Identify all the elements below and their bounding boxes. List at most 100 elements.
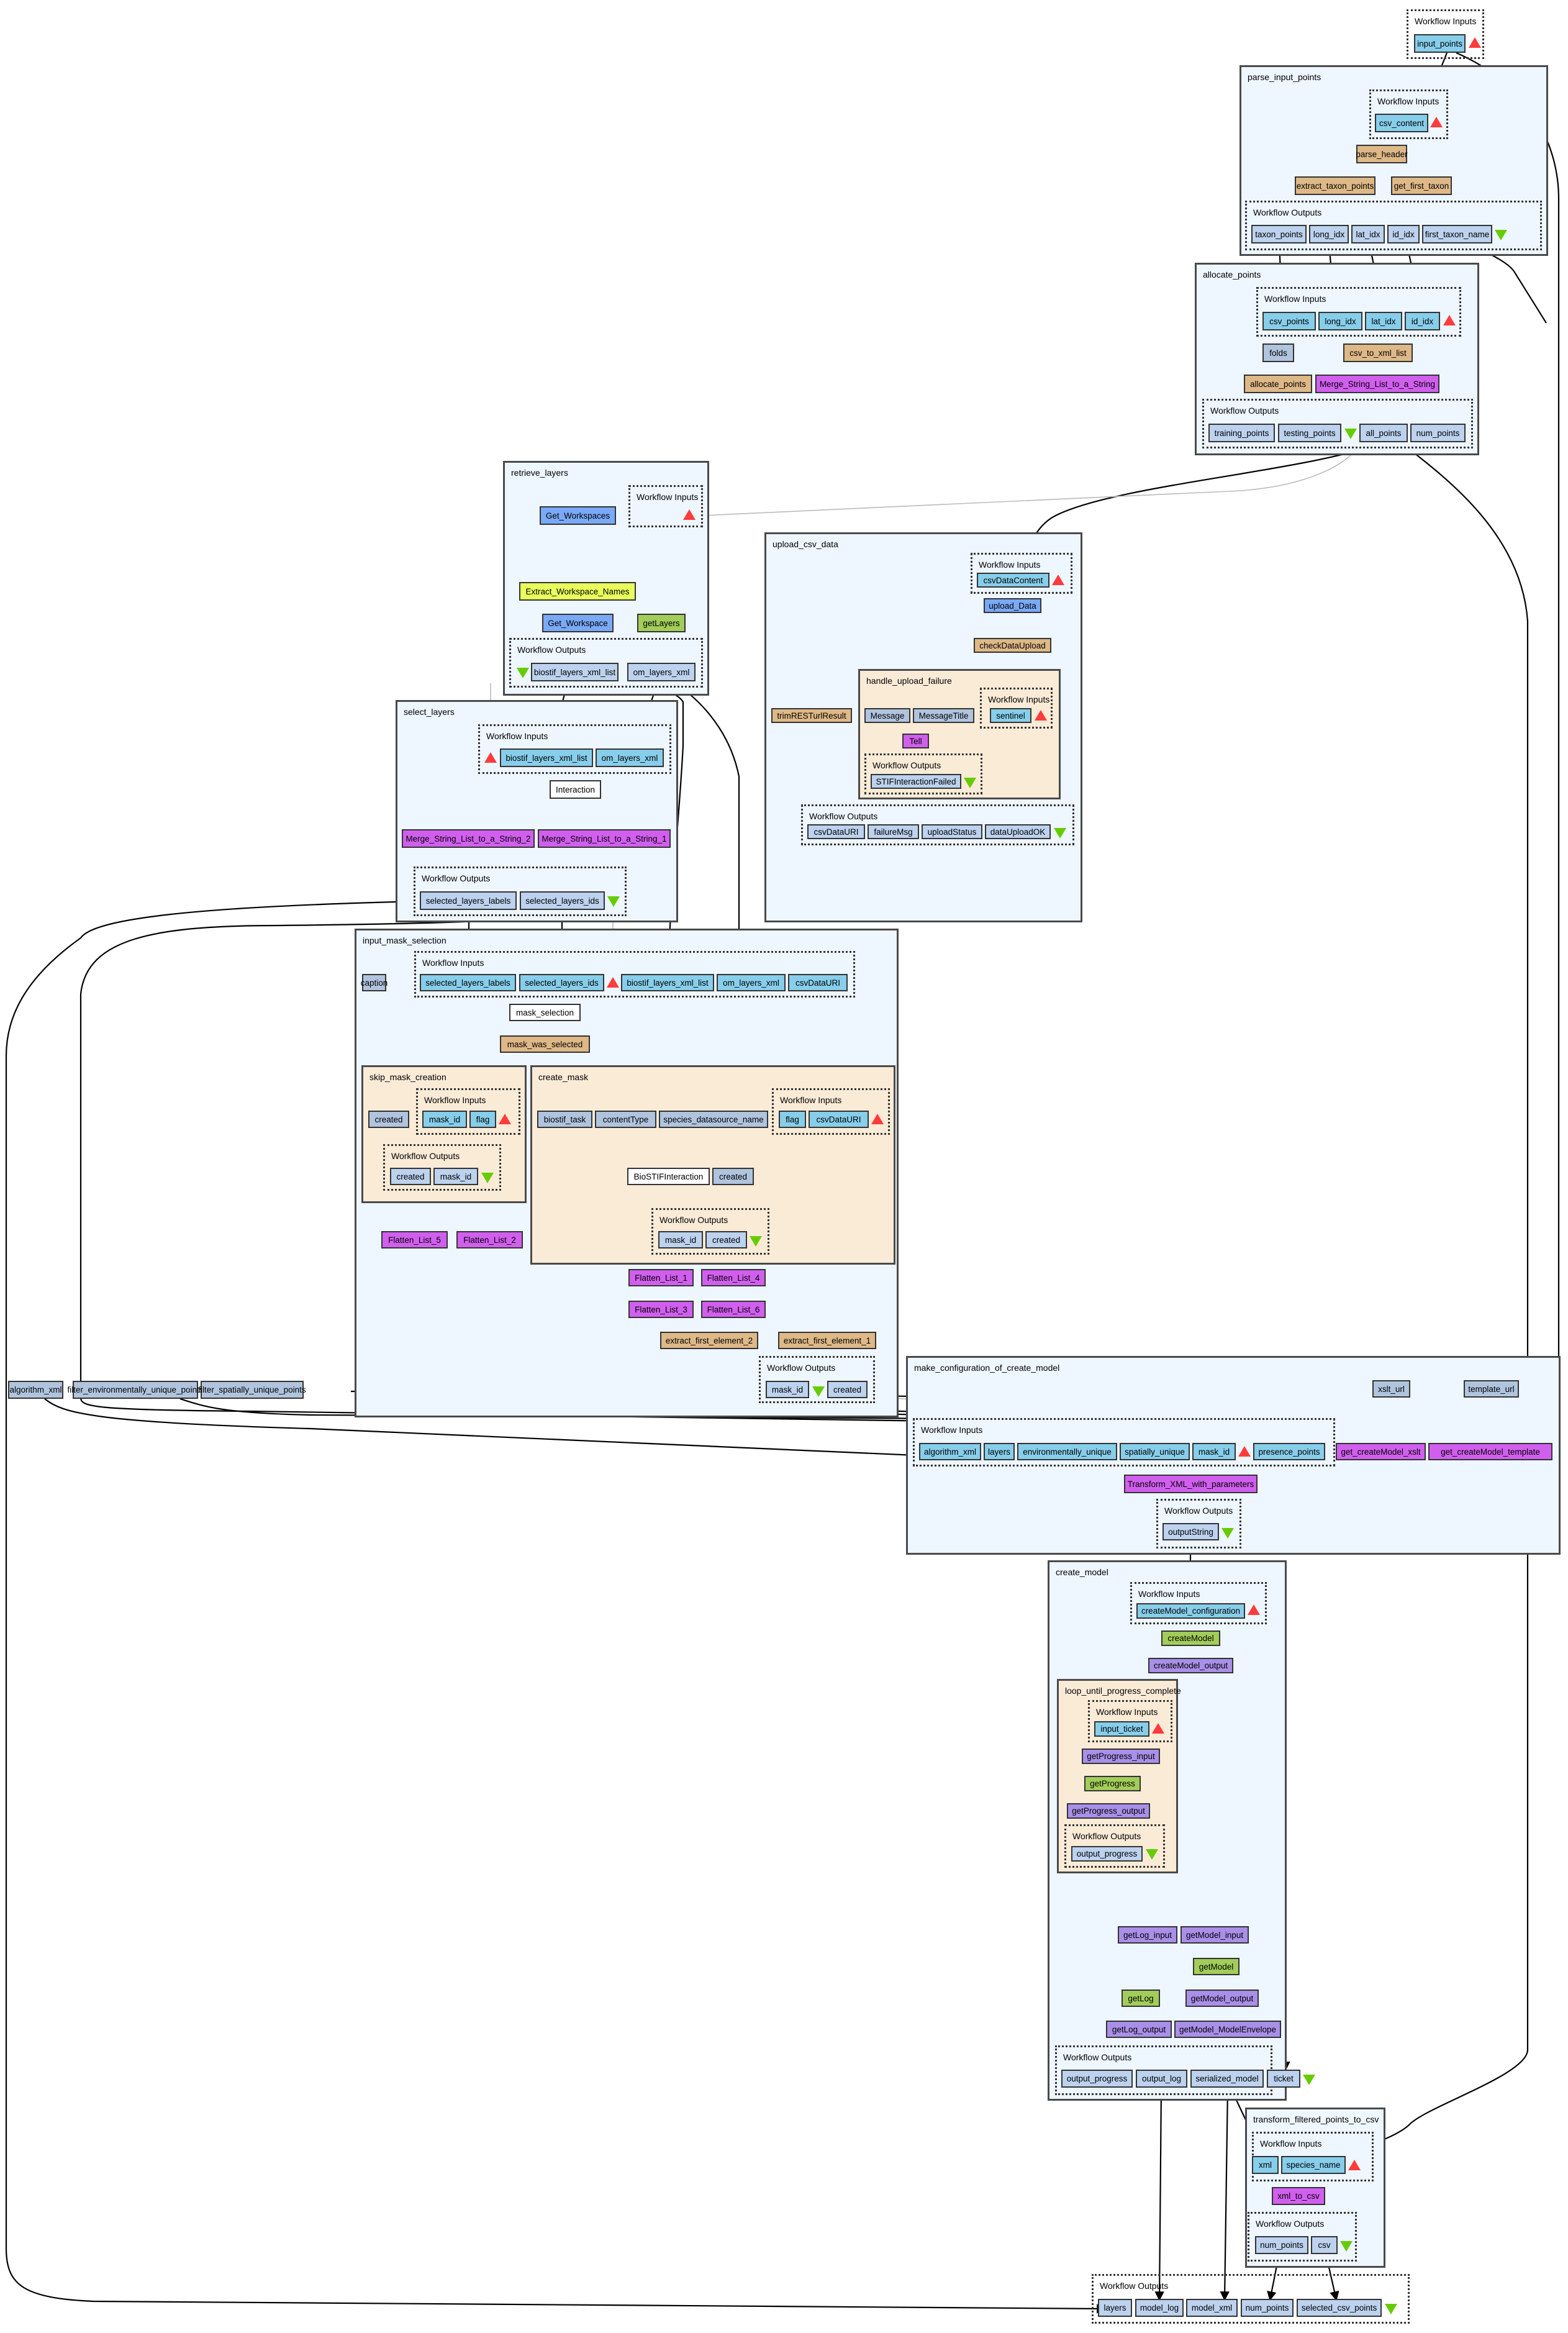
mask-id-output[interactable]: mask_id xyxy=(433,1168,478,1185)
upload-status-output[interactable]: uploadStatus xyxy=(922,824,982,839)
lat-idx-output[interactable]: lat_idx xyxy=(1351,225,1385,243)
flatten-list-1-node[interactable]: Flatten_List_1 xyxy=(628,1269,694,1286)
check-data-upload-node[interactable]: checkDataUpload xyxy=(974,638,1051,653)
csv-data-uri-input[interactable]: csvDataURI xyxy=(788,974,848,991)
input-points-node[interactable]: input_points xyxy=(1414,34,1466,53)
get-progress-output-node[interactable]: getProgress_output xyxy=(1067,1803,1150,1819)
om-layers-xml-output[interactable]: om_layers_xml xyxy=(627,663,696,681)
created-constant[interactable]: created xyxy=(368,1111,409,1128)
csv-data-uri-input-2[interactable]: csvDataURI xyxy=(809,1111,869,1128)
upload-data-node[interactable]: upload_Data xyxy=(984,598,1041,613)
merge-string-list-node[interactable]: Merge_String_List_to_a_String xyxy=(1315,375,1439,393)
csv-points-input[interactable]: csv_points xyxy=(1262,312,1316,330)
species-name-input[interactable]: species_name xyxy=(1281,2156,1346,2174)
input-ticket-input[interactable]: input_ticket xyxy=(1094,1721,1149,1737)
long-idx-output[interactable]: long_idx xyxy=(1309,225,1349,243)
lat-idx-input[interactable]: lat_idx xyxy=(1365,312,1402,330)
get-create-model-template-node[interactable]: get_createModel_template xyxy=(1428,1443,1552,1460)
all-points-output[interactable]: all_points xyxy=(1359,424,1408,442)
folds-constant[interactable]: folds xyxy=(1262,343,1294,362)
flag-input-2[interactable]: flag xyxy=(779,1111,806,1128)
sentinel-input[interactable]: sentinel xyxy=(990,708,1031,723)
flatten-list-6-node[interactable]: Flatten_List_6 xyxy=(701,1301,766,1318)
model-log-final-output[interactable]: model_log xyxy=(1135,2299,1184,2317)
biostif-interaction-node[interactable]: BioSTIFInteraction xyxy=(627,1168,710,1185)
create-model-configuration-input[interactable]: createModel_configuration xyxy=(1136,1603,1245,1619)
template-url-constant[interactable]: template_url xyxy=(1464,1380,1519,1398)
get-progress-input-node[interactable]: getProgress_input xyxy=(1082,1749,1160,1764)
merge-string-list-1-node[interactable]: Merge_String_List_to_a_String_1 xyxy=(538,829,671,848)
caption-constant[interactable]: caption xyxy=(361,974,387,991)
xml-to-csv-node[interactable]: xml_to_csv xyxy=(1272,2187,1325,2205)
om-layers-xml-input[interactable]: om_layers_xml xyxy=(596,748,664,767)
flatten-list-4-node[interactable]: Flatten_List_4 xyxy=(701,1269,766,1286)
message-constant[interactable]: Message xyxy=(864,708,910,723)
csv-data-content-input[interactable]: csvDataContent xyxy=(977,573,1049,588)
ticket-output[interactable]: ticket xyxy=(1267,2070,1300,2088)
message-title-constant[interactable]: MessageTitle xyxy=(913,708,974,723)
mask-id-output-3[interactable]: mask_id xyxy=(766,1381,809,1398)
id-idx-output[interactable]: id_idx xyxy=(1387,225,1420,243)
output-progress-output-2[interactable]: output_progress xyxy=(1061,2070,1133,2088)
algorithm-xml-input[interactable]: algorithm_xml xyxy=(919,1443,981,1460)
num-points-final-output[interactable]: num_points xyxy=(1241,2299,1294,2317)
presence-points-input[interactable]: presence_points xyxy=(1253,1443,1325,1460)
get-layers-node[interactable]: getLayers xyxy=(637,614,686,632)
stif-interaction-failed-output[interactable]: STIFInteractionFailed xyxy=(871,774,961,789)
allocate-points-node[interactable]: allocate_points xyxy=(1244,375,1312,393)
om-layers-xml-input-2[interactable]: om_layers_xml xyxy=(717,974,786,991)
parse-header-node[interactable]: parse_header xyxy=(1356,145,1408,163)
selected-layers-ids-output[interactable]: selected_layers_ids xyxy=(520,891,605,910)
testing-points-output[interactable]: testing_points xyxy=(1278,424,1341,442)
extract-first-element-2-node[interactable]: extract_first_element_2 xyxy=(660,1332,758,1349)
training-points-output[interactable]: training_points xyxy=(1208,424,1275,442)
extract-taxon-points-node[interactable]: extract_taxon_points xyxy=(1295,176,1375,195)
selected-layers-ids-input[interactable]: selected_layers_ids xyxy=(519,974,604,991)
get-create-model-xslt-node[interactable]: get_createModel_xslt xyxy=(1336,1443,1426,1460)
transform-xml-with-parameters-node[interactable]: Transform_XML_with_parameters xyxy=(1124,1475,1258,1493)
extract-first-element-1-node[interactable]: extract_first_element_1 xyxy=(778,1332,876,1349)
get-workspace-node[interactable]: Get_Workspace xyxy=(542,614,614,632)
num-points-output[interactable]: num_points xyxy=(1410,424,1466,442)
algorithm-xml-constant[interactable]: algorithm_xml xyxy=(8,1381,63,1399)
csv-data-uri-output[interactable]: csvDataURI xyxy=(807,824,865,839)
biostif-layers-xml-list-input-2[interactable]: biostif_layers_xml_list xyxy=(621,974,714,991)
mask-id-input[interactable]: mask_id xyxy=(422,1111,467,1128)
biostif-layers-xml-list-input[interactable]: biostif_layers_xml_list xyxy=(500,748,593,767)
merge-string-list-2-node[interactable]: Merge_String_List_to_a_String_2 xyxy=(402,829,535,848)
serialized-model-output[interactable]: serialized_model xyxy=(1190,2070,1264,2088)
create-model-output-node[interactable]: createModel_output xyxy=(1148,1658,1233,1673)
taxon-points-output[interactable]: taxon_points xyxy=(1251,225,1307,243)
get-workspaces-node[interactable]: Get_Workspaces xyxy=(540,506,616,525)
data-upload-ok-output[interactable]: dataUploadOK xyxy=(985,824,1051,839)
failure-msg-output[interactable]: failureMsg xyxy=(868,824,919,839)
get-progress-node[interactable]: getProgress xyxy=(1084,1776,1141,1791)
create-model-node[interactable]: createModel xyxy=(1161,1630,1220,1646)
mask-was-selected-node[interactable]: mask_was_selected xyxy=(500,1035,590,1053)
created-output-3[interactable]: created xyxy=(827,1381,868,1398)
xslt-url-constant[interactable]: xslt_url xyxy=(1372,1380,1410,1398)
created-output[interactable]: created xyxy=(390,1168,431,1185)
get-model-input-node[interactable]: getModel_input xyxy=(1181,1926,1249,1944)
mask-id-input-2[interactable]: mask_id xyxy=(1192,1443,1236,1460)
csv-content-node[interactable]: csv_content xyxy=(1375,114,1428,132)
biostif-layers-xml-list-output[interactable]: biostif_layers_xml_list xyxy=(531,663,619,681)
biostif-task-constant[interactable]: biostif_task xyxy=(537,1111,592,1128)
layers-input[interactable]: layers xyxy=(984,1443,1015,1460)
flatten-list-2-node[interactable]: Flatten_List_2 xyxy=(456,1231,523,1248)
spatially-unique-input[interactable]: spatially_unique xyxy=(1120,1443,1190,1460)
num-points-output-2[interactable]: num_points xyxy=(1255,2236,1308,2254)
layers-final-output[interactable]: layers xyxy=(1098,2299,1132,2317)
filter-spatially-unique-points-constant[interactable]: filter_spatially_unique_points xyxy=(198,1381,306,1399)
mask-selection-node[interactable]: mask_selection xyxy=(509,1004,581,1021)
id-idx-input[interactable]: id_idx xyxy=(1405,312,1440,330)
extract-workspace-names-node[interactable]: Extract_Workspace_Names xyxy=(519,582,636,601)
csv-to-xml-list-node[interactable]: csv_to_xml_list xyxy=(1343,343,1413,362)
flatten-list-5-node[interactable]: Flatten_List_5 xyxy=(381,1231,448,1248)
xml-input[interactable]: xml xyxy=(1252,2156,1279,2174)
species-datasource-name-constant[interactable]: species_datasource_name xyxy=(659,1111,768,1128)
flatten-list-3-node[interactable]: Flatten_List_3 xyxy=(628,1301,694,1318)
content-type-constant[interactable]: contentType xyxy=(595,1111,656,1128)
created-constant-2[interactable]: created xyxy=(712,1168,754,1185)
get-log-node[interactable]: getLog xyxy=(1122,1990,1160,2007)
